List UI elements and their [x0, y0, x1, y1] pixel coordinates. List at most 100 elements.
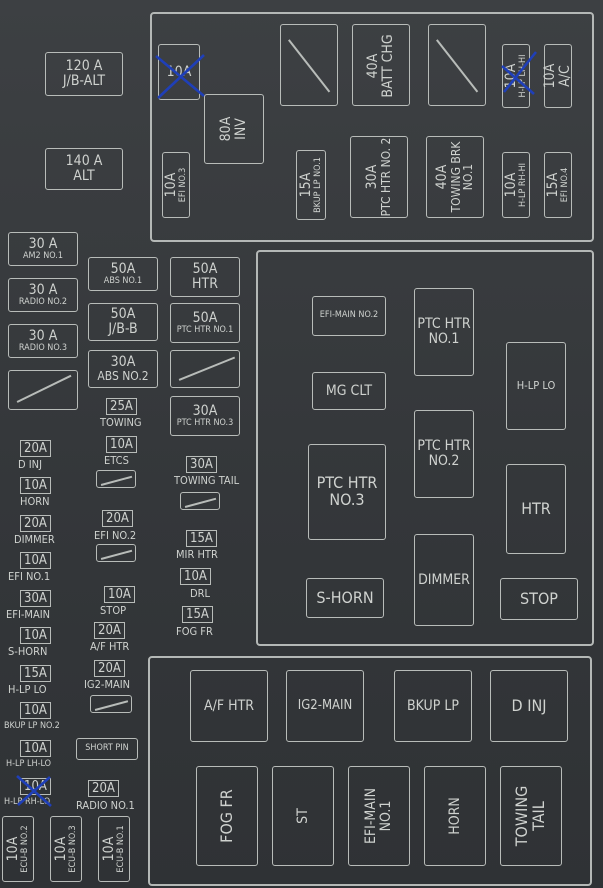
fuse-a-c — [544, 44, 572, 108]
fuse-alt: 140 A ALT — [45, 148, 123, 190]
fuse-amp: 10A — [162, 172, 179, 198]
relay-label: IG2-MAIN — [297, 698, 353, 714]
fuse-j-b-alt: 120 A J/B-ALT — [45, 52, 123, 96]
fuse-towing-brk-no1-text: 40A TOWING BRK NO.1 — [434, 135, 475, 219]
relay-label: ST — [294, 808, 311, 824]
fuse-amp: 20A — [88, 780, 119, 797]
fuse-amp: 40A — [434, 164, 451, 190]
relay-label: D INJ — [511, 695, 547, 715]
fuse-j-b-b: 50A J/B-B — [88, 303, 158, 341]
relay-label: TOWING TAIL — [512, 785, 548, 847]
fuse-amp: 10A — [104, 586, 135, 603]
fuse-amp: 15A — [186, 530, 217, 547]
fuse-label: J/B-B — [108, 321, 138, 337]
fuse-label: INV — [233, 118, 249, 140]
fuse-amp: 30 A — [28, 235, 58, 252]
slot-slash — [184, 497, 217, 508]
fuse-label: J/B-ALT — [62, 73, 106, 89]
fuse-h-lp-lh-hi — [502, 44, 530, 108]
relay-label: H-LP LO — [516, 379, 556, 393]
relay-label: PTC HTR NO.1 — [417, 316, 471, 347]
relay-label: EFI-MAIN NO.2 — [319, 310, 379, 321]
fuse-label: H-LP LO — [8, 683, 47, 696]
fuse-amp: 30A — [110, 354, 136, 371]
relay-horn-text: HORN — [443, 766, 467, 866]
fuse-ptc-htr-no2 — [350, 136, 408, 218]
fuse-h-lp-rh-hi — [502, 152, 530, 218]
fuse-amp: 10A — [20, 552, 51, 569]
fuse-label: D INJ — [18, 458, 42, 471]
fuse-label: PTC HTR NO.1 — [176, 324, 234, 335]
fuse-label: EFI NO.2 — [94, 529, 137, 542]
pen-cross-mark — [155, 54, 205, 99]
fuse-amp: 20A — [94, 622, 125, 639]
fuse-ecu-b-no2 — [2, 816, 34, 882]
relay-label: PTC HTR NO.2 — [417, 438, 471, 469]
fuse-label: ABS NO.2 — [97, 369, 149, 384]
relay-ptc-htr-no2: PTC HTR NO.2 — [414, 410, 474, 498]
fuse-40a-batt-chg — [352, 24, 410, 106]
fuse-label: TOWING — [100, 416, 142, 429]
relay-fog-fr — [196, 766, 258, 866]
relay-label: STOP — [520, 588, 558, 608]
fuse-label: DRL — [190, 587, 211, 600]
fuse-amp: 10A — [180, 568, 211, 585]
fuse-label: PTC HTR NO.3 — [176, 417, 234, 428]
fuse-spare-slot-2 — [170, 350, 240, 388]
fuse-label: A/C — [557, 65, 573, 87]
slot-slash — [100, 475, 133, 486]
fuse-80a-inv — [204, 94, 264, 164]
relay-label: FOG FR — [216, 789, 236, 843]
fuse-label: HTR — [192, 276, 218, 292]
slot-slash — [436, 39, 479, 93]
relay-towing-tail-text: TOWING TAIL — [512, 766, 549, 866]
relay-label: EFI-MAIN NO.1 — [363, 787, 394, 845]
fuse-label: EFI NO.4 — [559, 167, 570, 203]
fuse-abs-no1: 50A ABS NO.1 — [88, 257, 158, 291]
fuse-amp: 10A — [502, 172, 519, 198]
fuse-am2-no1: 30 A AM2 NO.1 — [8, 232, 78, 266]
fuse-label: ECU-B NO.1 — [115, 825, 126, 873]
fuse-amp: 20A — [102, 510, 133, 527]
fuse-amp: 40A — [365, 53, 382, 79]
fuse-label: H-LP RH-HI — [517, 162, 528, 208]
relay-mg-clt: MG CLT — [312, 372, 386, 410]
fuse-h-lp-rh-hi-text: 10A H-LP RH-HI — [502, 152, 530, 218]
top-fuse-region — [150, 12, 594, 242]
fuse-amp: 50A — [110, 306, 136, 323]
fuse-spare-slot-3 — [96, 470, 136, 488]
relay-h-lp-lo: H-LP LO — [506, 342, 566, 430]
fuse-label: ABS NO.1 — [103, 275, 143, 286]
fuse-amp: 10A — [20, 702, 51, 719]
relay-st — [272, 766, 334, 866]
relay-s-horn: S-HORN — [306, 578, 384, 618]
fuse-amp: 10A — [166, 63, 192, 80]
fuse-ptc-htr-no1: 50A PTC HTR NO.1 — [170, 303, 240, 343]
fuse-40a-batt-chg-text: 40A BATT CHG — [364, 26, 398, 106]
fuse-label: S-HORN — [8, 645, 48, 658]
relay-a-f-htr: A/F HTR — [190, 670, 268, 742]
fuse-spare-slot — [8, 370, 78, 410]
fuse-amp: 20A — [94, 660, 125, 677]
fuse-label: TOWING TAIL — [174, 474, 240, 487]
fuse-amp: 30 A — [28, 281, 58, 298]
fuse-radio-no3: 30 A RADIO NO.3 — [8, 324, 78, 358]
fuse-label: A/F HTR — [90, 640, 130, 653]
fuse-label: ECU-B NO.2 — [19, 825, 30, 873]
relay-htr: HTR — [506, 464, 566, 554]
fuse-label: STOP — [100, 604, 127, 617]
fuse-efi-no4-text: 15A EFI NO.4 — [544, 152, 572, 218]
fuse-label: DIMMER — [14, 533, 55, 546]
relay-efi-main-no2: EFI-MAIN NO.2 — [312, 296, 386, 336]
fuse-amp: 30 A — [28, 327, 58, 344]
relay-region-bottom — [148, 656, 592, 886]
fuse-label: H-LP RH-LO — [4, 797, 51, 807]
fuse-label: RADIO NO.2 — [18, 296, 68, 307]
relay-label: HTR — [521, 498, 551, 518]
relay-ig2-main: IG2-MAIN — [286, 670, 364, 742]
relay-ptc-htr-no1: PTC HTR NO.1 — [414, 288, 474, 376]
fuse-label: PTC HTR NO. 2 — [379, 137, 394, 217]
short-pin-label: SHORT PIN — [85, 743, 129, 754]
fuse-amp: 30A — [20, 590, 51, 607]
fuse-spare-slot-5 — [96, 544, 136, 562]
